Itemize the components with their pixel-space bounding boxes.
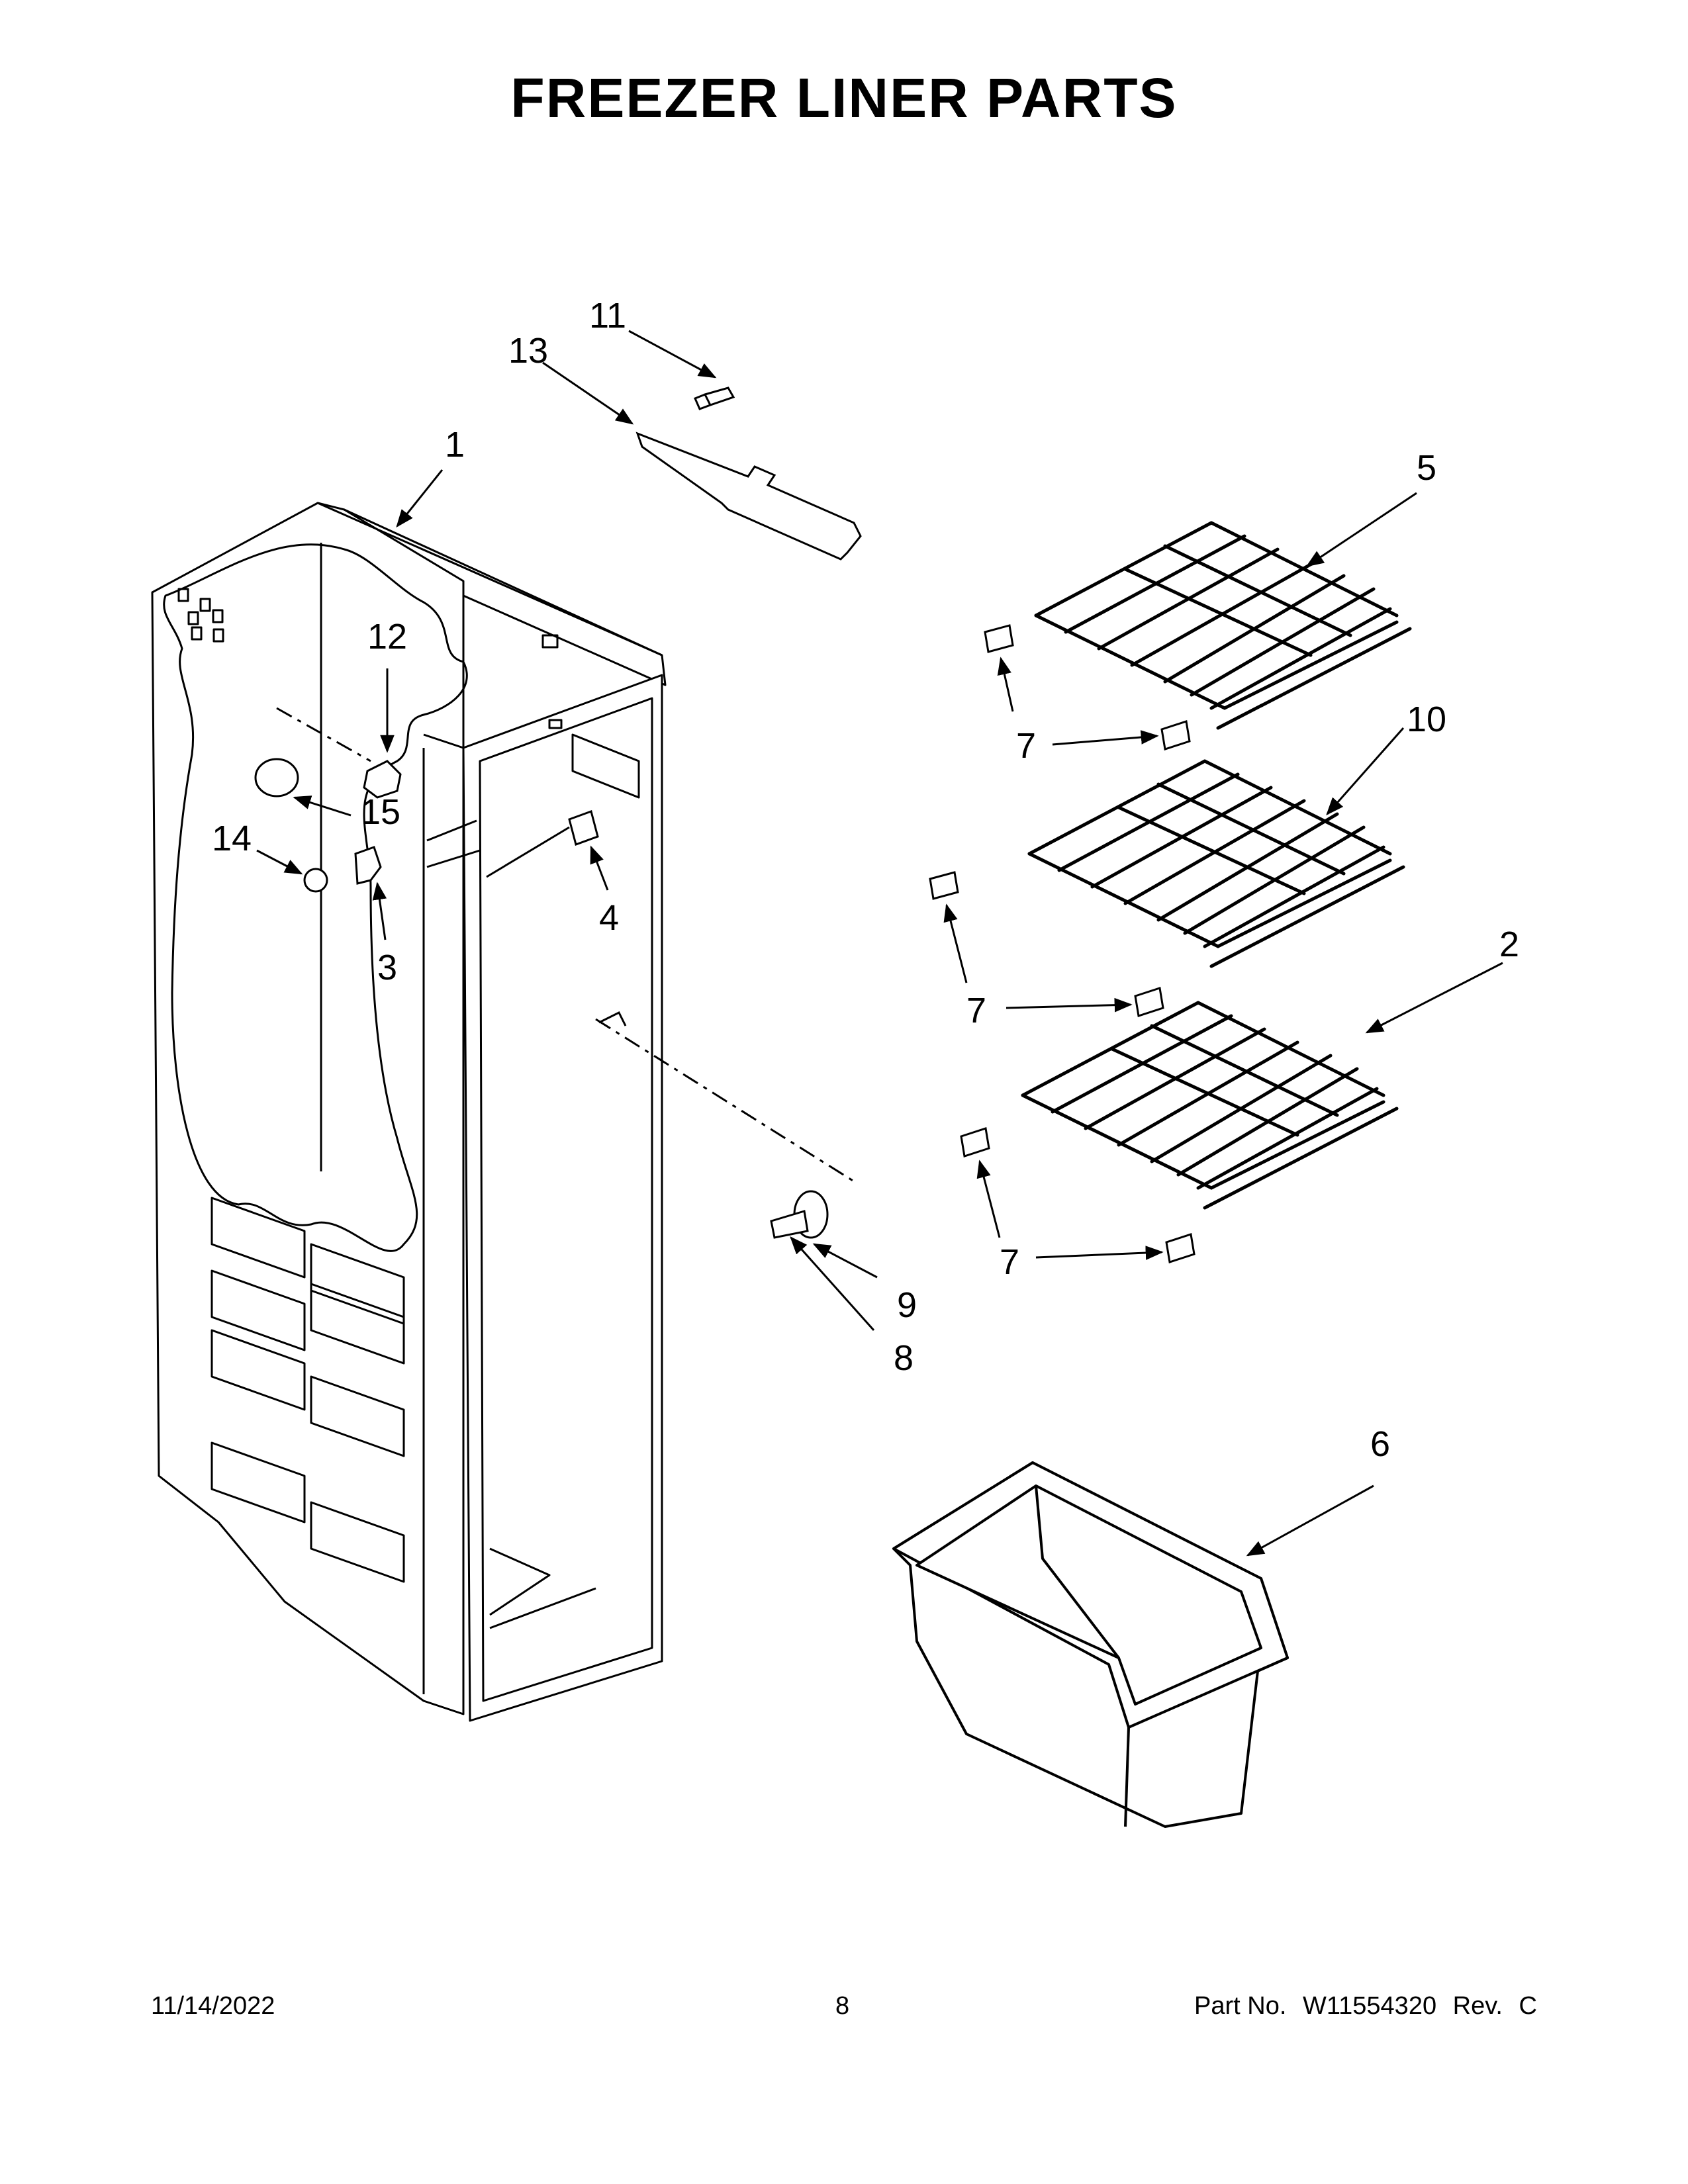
callout-label: 7 bbox=[1000, 1242, 1019, 1282]
callout-label: 8 bbox=[894, 1338, 914, 1378]
callout-label: 1 bbox=[445, 425, 465, 465]
screw-8 bbox=[770, 1210, 809, 1239]
callout-label: 10 bbox=[1407, 700, 1446, 739]
shelf-support-7 bbox=[1134, 987, 1164, 1017]
clip-12 bbox=[363, 760, 402, 799]
page-title: FREEZER LINER PARTS bbox=[510, 67, 1178, 129]
leader-lines bbox=[256, 330, 1503, 1557]
shelf-5 bbox=[1034, 521, 1412, 730]
callout-label: 5 bbox=[1417, 448, 1436, 488]
callout-label: 6 bbox=[1370, 1424, 1390, 1464]
callout-label: 14 bbox=[212, 819, 252, 858]
shelf-2 bbox=[1021, 1001, 1399, 1210]
callout-label: 4 bbox=[599, 898, 619, 938]
callout-labels: 1 2 3 4 5 6 7 7 7 8 9 10 11 12 13 14 15 bbox=[212, 296, 1519, 1464]
rev-value: C bbox=[1519, 1992, 1537, 2020]
callout-label: 7 bbox=[1016, 726, 1036, 766]
callout-label: 7 bbox=[966, 991, 986, 1030]
part-label: Part No. bbox=[1194, 1992, 1287, 2020]
freezer-bin bbox=[892, 1461, 1289, 1828]
part-number: W11554320 bbox=[1302, 1992, 1437, 2020]
rev-label: Rev. bbox=[1452, 1992, 1503, 2020]
shelf-support-7 bbox=[1165, 1233, 1196, 1263]
bracket-3 bbox=[354, 846, 382, 885]
shelf-support-7 bbox=[1160, 720, 1191, 751]
callout-label: 15 bbox=[361, 792, 400, 832]
callout-label: 13 bbox=[508, 331, 548, 371]
shelf-10 bbox=[1027, 759, 1405, 968]
switch-4 bbox=[568, 810, 599, 846]
footer-part-number: Part No. W11554320 Rev. C bbox=[1185, 1992, 1537, 2021]
callout-label: 2 bbox=[1499, 925, 1519, 964]
footer-page-number: 8 bbox=[835, 1992, 850, 2020]
shelf-support-7 bbox=[929, 871, 959, 900]
callout-label: 11 bbox=[589, 296, 626, 336]
callout-label: 3 bbox=[377, 948, 397, 987]
damper-15 bbox=[254, 758, 299, 797]
shelf-support-7 bbox=[984, 624, 1014, 653]
shelf-support-7 bbox=[960, 1127, 990, 1158]
bracket-13 bbox=[635, 432, 862, 561]
small-parts bbox=[254, 387, 1196, 1263]
footer-date: 11/14/2022 bbox=[151, 1992, 275, 2020]
callout-label: 9 bbox=[897, 1285, 917, 1325]
screw-11 bbox=[694, 387, 735, 410]
wire-shelves bbox=[1021, 521, 1412, 1210]
freezer-liner bbox=[151, 502, 667, 1722]
callout-label: 12 bbox=[367, 617, 407, 657]
screw-14 bbox=[303, 868, 328, 893]
